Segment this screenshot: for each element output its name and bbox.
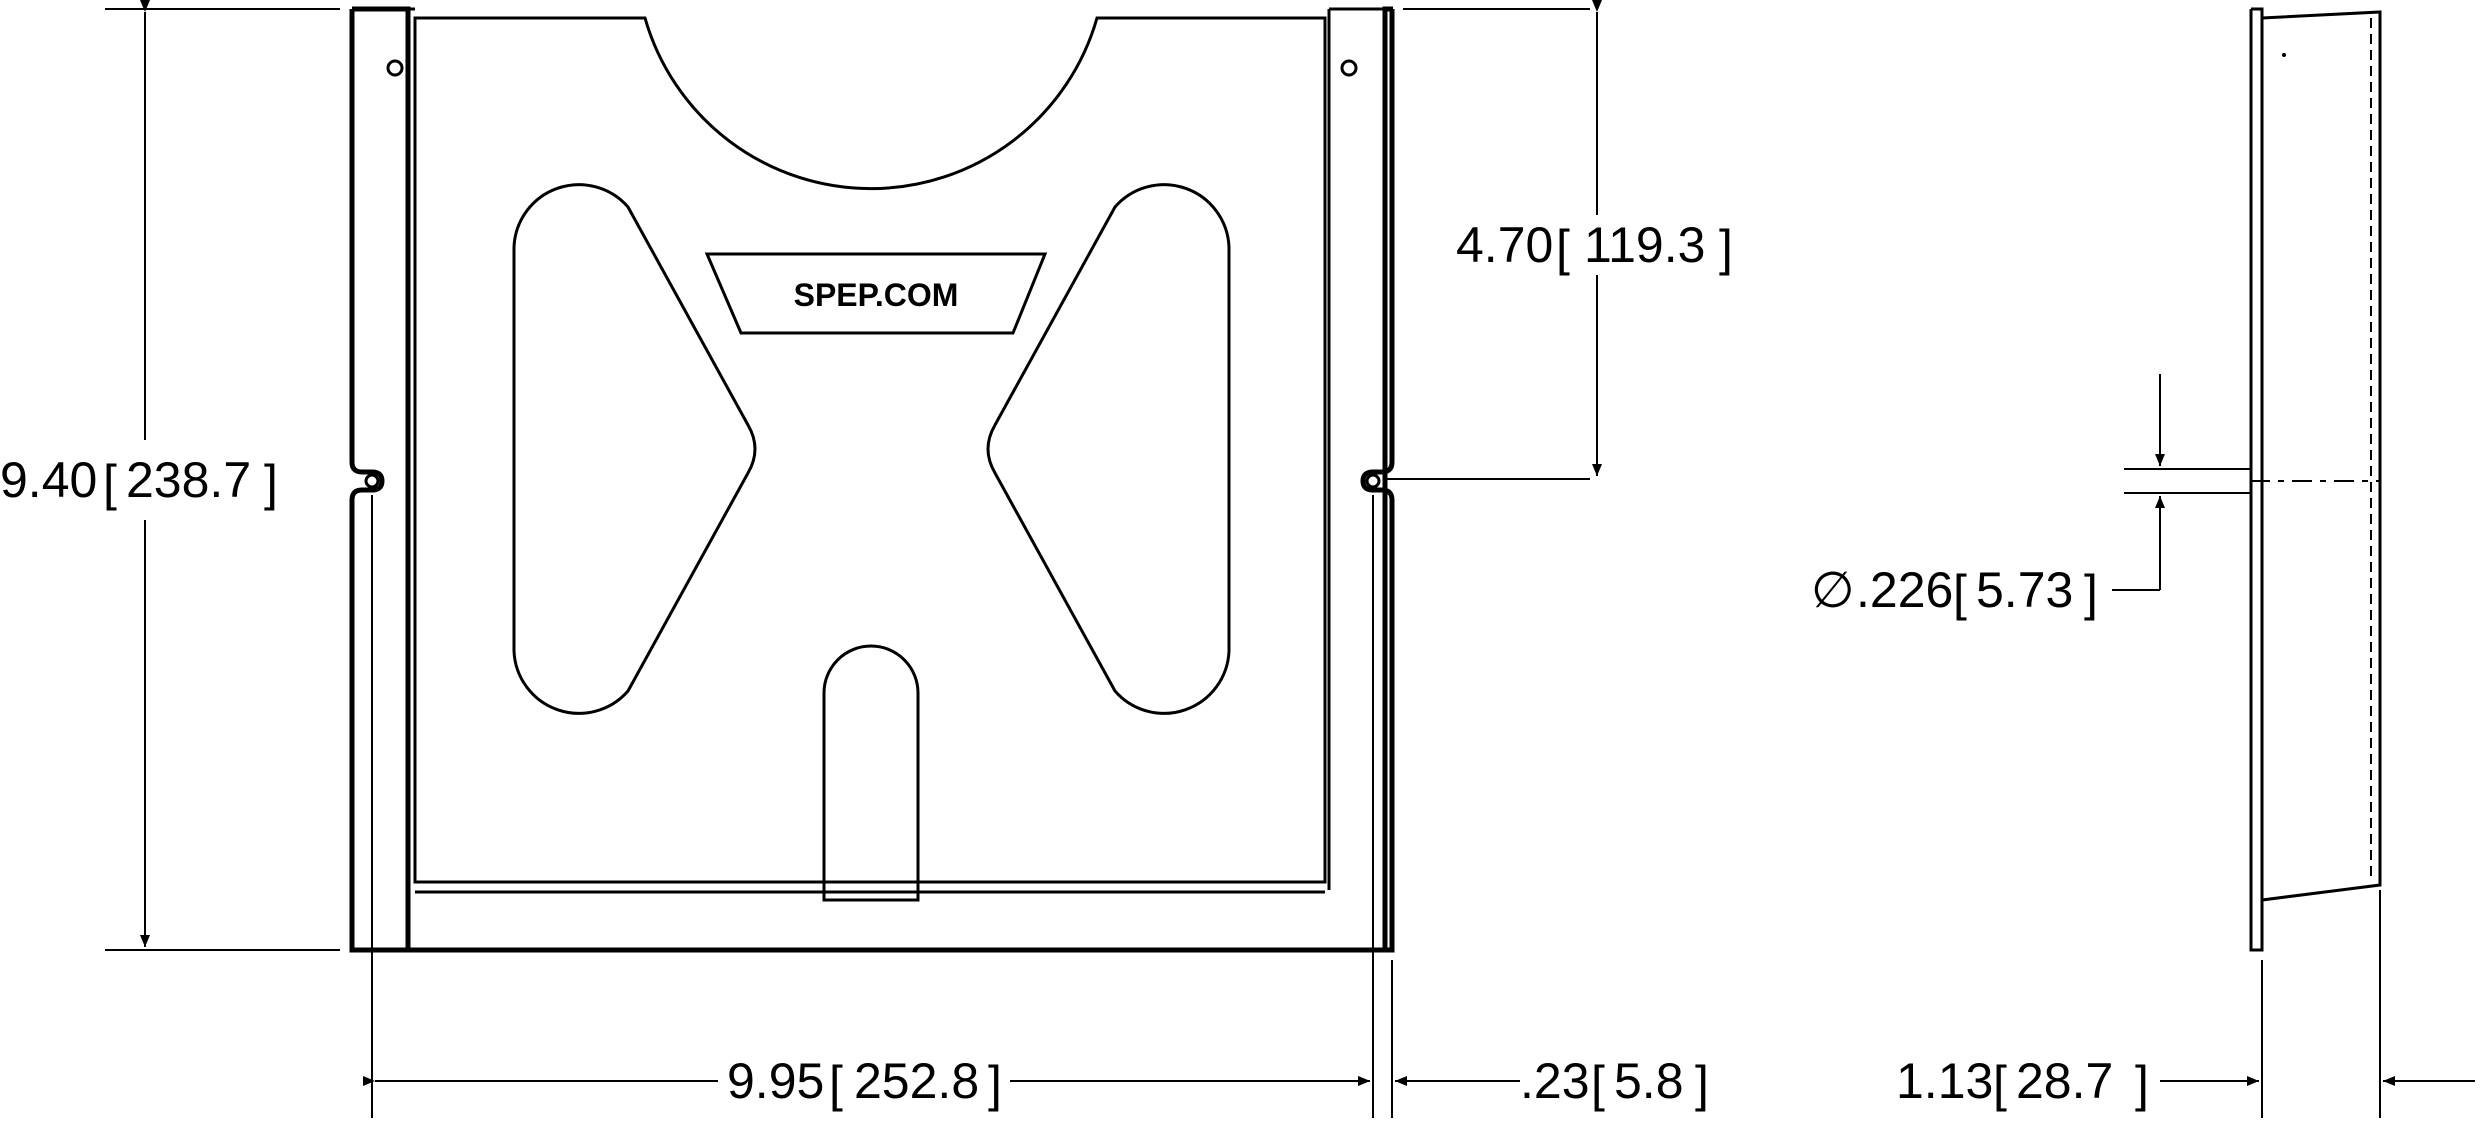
logo-badge <box>704 252 1048 335</box>
depth-imperial: 1.13 <box>1896 1053 1993 1109</box>
bracket-open: [ <box>1993 1056 2007 1112</box>
mount-hole-left <box>364 473 380 489</box>
bracket-close: ] <box>1695 1056 1709 1112</box>
bracket-close: ] <box>988 1056 1002 1112</box>
plate-outline <box>352 6 1393 953</box>
side-view <box>2249 7 2382 952</box>
edge-hole-metric: 5.8 <box>1614 1053 1684 1109</box>
left-window-cutout <box>512 183 757 715</box>
height-imperial: 9.40 <box>0 452 97 508</box>
hole-top-metric: 119.3 <box>1584 217 1705 273</box>
dimension-hole-to-top: 4.70 [ 119.3 ] <box>1385 0 1733 480</box>
depth-metric: 28.7 <box>2016 1053 2113 1109</box>
height-metric: 238.7 <box>126 452 251 508</box>
side-mark <box>2282 53 2286 57</box>
bracket-close: ] <box>2135 1056 2149 1112</box>
bracket-open: [ <box>1556 220 1570 276</box>
dimension-hole-diameter: ∅ .226 [ 5.73 ] <box>1811 374 2250 621</box>
bracket-open: [ <box>1591 1056 1605 1112</box>
diameter-imperial: .226 <box>1856 562 1953 618</box>
bracket-open: [ <box>1953 565 1967 621</box>
dimension-depth: 1.13 [ 28.7 ] <box>1896 890 2475 1118</box>
bracket-close: ] <box>264 455 278 511</box>
mount-hole-top-left <box>386 59 404 77</box>
bracket-open: [ <box>103 455 117 511</box>
bracket-close: ] <box>1719 220 1733 276</box>
dimension-overall-width: 9.95 [ 252.8 ] <box>363 495 1374 1118</box>
plate-frame <box>349 9 1395 953</box>
edge-hole-imperial: .23 <box>1520 1053 1590 1109</box>
bracket-open: [ <box>829 1056 843 1112</box>
finger-slot <box>822 644 920 902</box>
bracket-close: ] <box>2084 565 2098 621</box>
mount-hole-top-right <box>1340 59 1358 77</box>
side-profile <box>2249 7 2264 952</box>
hole-top-imperial: 4.70 <box>1456 217 1553 273</box>
width-metric: 252.8 <box>854 1053 979 1109</box>
side-pocket <box>2261 10 2382 902</box>
diameter-metric: 5.73 <box>1976 562 2073 618</box>
logo-text: SPEP.COM <box>794 277 959 313</box>
diameter-symbol: ∅ <box>1811 562 1855 618</box>
dimension-edge-to-hole: .23 [ 5.8 ] <box>1340 960 1709 1118</box>
front-view: SPEP.COM <box>349 6 1395 953</box>
dimension-overall-height: 9.40 [ 238.7 ] <box>0 0 340 951</box>
width-imperial: 9.95 <box>727 1053 824 1109</box>
mount-hole-right <box>1365 473 1381 489</box>
right-window-cutout <box>986 183 1231 715</box>
pocket-front <box>413 16 1327 884</box>
